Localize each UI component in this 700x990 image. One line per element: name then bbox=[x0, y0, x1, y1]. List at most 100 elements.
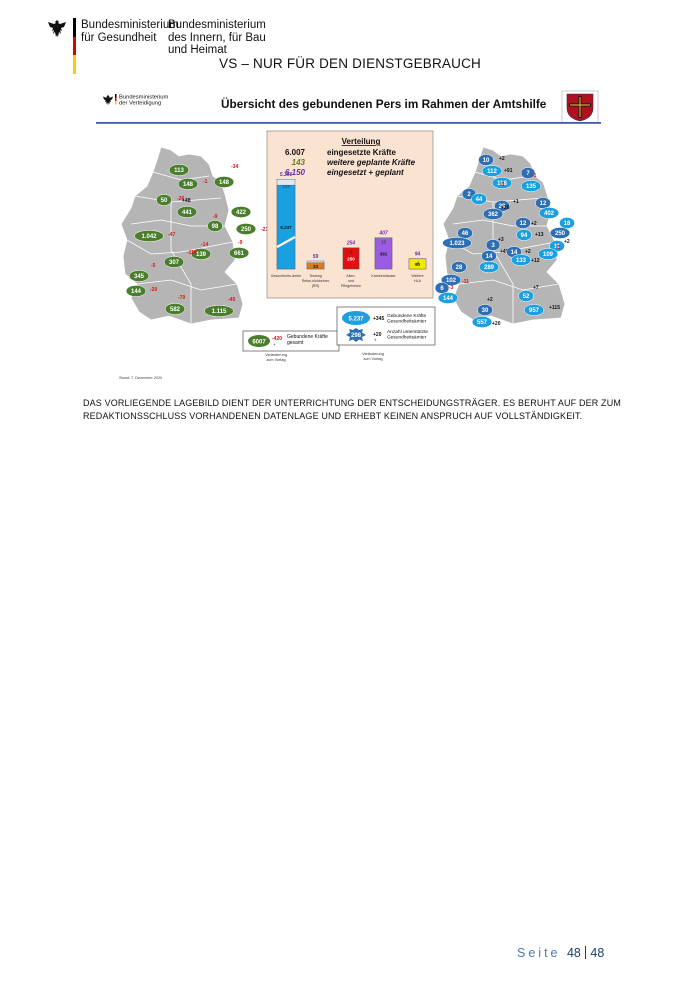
delta-label: +7 bbox=[533, 285, 539, 291]
health-office-badge: 30+2 bbox=[477, 297, 493, 316]
state-badge-shape bbox=[228, 247, 250, 259]
legend-total-text-1: Gebundene Kräfte bbox=[287, 334, 328, 340]
legend-total-value: 6007 bbox=[252, 339, 266, 345]
health-office-badge-value: 3 bbox=[491, 243, 495, 249]
bar-category-label: Testung bbox=[309, 274, 322, 278]
state-badge-value: 441 bbox=[182, 210, 193, 216]
health-office-badge-shape bbox=[491, 177, 513, 189]
delta-label: +2 bbox=[525, 249, 531, 255]
health-office-badge-value: 30 bbox=[482, 308, 489, 314]
bar-category-label: Gesundheits-ämter bbox=[271, 274, 302, 278]
delta-label: -1 bbox=[203, 179, 208, 185]
state-badge-value: 148 bbox=[183, 182, 194, 188]
health-office-badge-shape bbox=[471, 316, 493, 328]
health-office-badge-value: 557 bbox=[477, 320, 488, 326]
health-office-badge-value: 109 bbox=[543, 252, 554, 258]
distribution-label: eingesetzte Kräfte bbox=[327, 148, 396, 157]
health-office-badge-value: 12 bbox=[520, 221, 527, 227]
health-office-badge-value: 957 bbox=[529, 308, 540, 314]
slide-image: Bundesministerium der Verteidigung Übers… bbox=[91, 84, 606, 384]
health-office-badge-shape bbox=[518, 290, 534, 302]
health-office-badge: 28 bbox=[451, 261, 467, 273]
left-footnote-2: zum Vortag bbox=[266, 358, 285, 362]
health-office-badge: 94+13 bbox=[516, 229, 544, 241]
health-office-badge-shape bbox=[520, 180, 542, 192]
health-office-badge-value: 118 bbox=[497, 181, 507, 187]
health-office-badge-value: 1.023 bbox=[449, 241, 465, 247]
state-badge-shape bbox=[213, 176, 235, 188]
health-office-badge-value: 135 bbox=[526, 184, 537, 190]
state-badge-shape bbox=[164, 303, 186, 315]
distribution-row: 6.007 eingesetzte Kräfte bbox=[285, 148, 396, 157]
bar-planned-label: 4 bbox=[350, 250, 353, 255]
health-office-badge-value: 10 bbox=[483, 158, 490, 164]
health-office-badge-shape bbox=[537, 248, 559, 260]
health-office-badge: 6 -3 bbox=[434, 282, 454, 294]
health-office-badge-value: 6 bbox=[440, 286, 444, 292]
bar-category-label: Reise-rückkehrer bbox=[302, 279, 330, 283]
health-office-badge: 133+12 bbox=[510, 254, 540, 266]
left-footnote-1: Veränderung bbox=[265, 353, 287, 357]
health-office-badge-value: 2 bbox=[467, 192, 471, 198]
health-office-badge: 14+45 bbox=[481, 249, 509, 262]
distribution-row: 6.150 eingesetzt + geplant bbox=[285, 168, 404, 177]
health-office-badge-shape bbox=[549, 227, 571, 239]
delta-label: -3 bbox=[449, 285, 454, 291]
health-office-badge: 144 bbox=[437, 292, 459, 304]
delta-label: -9 bbox=[213, 214, 218, 220]
state-badge-shape bbox=[163, 256, 185, 268]
state-badge-value: 1.115 bbox=[212, 309, 227, 315]
state-badge: 441+48 bbox=[176, 198, 198, 218]
state-badge-value: 250 bbox=[241, 227, 252, 233]
footer-page-number: 48 bbox=[566, 946, 581, 960]
legend-count-text-2: Gesundheitsämter bbox=[387, 335, 427, 341]
state-badge: 50-26 bbox=[156, 194, 184, 206]
state-badge: 113 bbox=[168, 164, 190, 176]
state-badge: 1.042-47 bbox=[134, 230, 175, 242]
bar-category-label: Weitere bbox=[411, 274, 423, 278]
health-office-badge-shape bbox=[559, 217, 575, 229]
health-office-badge: 957+115 bbox=[523, 304, 560, 316]
bar-total-label: 59 bbox=[313, 254, 319, 260]
bar-total-label: 94 bbox=[415, 252, 421, 258]
left-legend: 6007 -420 + Gebundene Kräfte gesamt Verä… bbox=[242, 330, 340, 362]
footer-separator bbox=[584, 946, 587, 959]
slide-title-rule bbox=[96, 122, 601, 124]
health-office-badge-value: 362 bbox=[488, 212, 499, 218]
legend-total-text-2: gesamt bbox=[287, 340, 304, 346]
germany-map-left bbox=[120, 146, 244, 325]
delta-label: -3 bbox=[500, 182, 505, 188]
distribution-value: 6.150 bbox=[285, 168, 306, 177]
health-office-badge-value: 250 bbox=[555, 231, 566, 237]
distribution-value: 143 bbox=[292, 158, 306, 167]
health-office-badge-value: 11 bbox=[554, 244, 561, 250]
state-badge-value: 422 bbox=[236, 210, 247, 216]
distribution-label: weitere geplante Kräfte bbox=[327, 158, 416, 167]
legend-ga-value: 5.237 bbox=[348, 316, 364, 322]
health-office-badge: 118-3 bbox=[491, 177, 513, 189]
legend-total-delta-sub: + bbox=[273, 342, 276, 347]
delta-label: +20 bbox=[501, 205, 510, 211]
state-badge-shape bbox=[176, 206, 198, 218]
state-badge-value: 113 bbox=[174, 168, 184, 174]
health-office-badge: 44 bbox=[471, 193, 487, 205]
state-badge: 144-20 bbox=[125, 285, 157, 297]
state-badge-value: 139 bbox=[196, 252, 207, 258]
health-office-badge: 102-11 bbox=[440, 274, 469, 286]
bar-category-label: Alten- bbox=[346, 274, 356, 278]
health-office-badge: 12+2 bbox=[515, 217, 537, 229]
delta-label: -9 bbox=[238, 240, 243, 246]
health-office-badge-shape bbox=[485, 239, 501, 251]
health-office-badge-shape bbox=[481, 165, 503, 177]
health-office-badge: 3+3 bbox=[485, 237, 504, 251]
health-office-badge-shape bbox=[440, 274, 462, 286]
state-badge-shape bbox=[230, 206, 252, 218]
health-office-badge-shape bbox=[482, 208, 504, 220]
health-office-badge-value: 102 bbox=[446, 278, 457, 284]
delta-label: +2 bbox=[499, 156, 505, 162]
health-office-badge: 402 bbox=[538, 207, 560, 219]
state-badge-value: 50 bbox=[161, 198, 168, 204]
bar-deployed-segment bbox=[276, 184, 296, 270]
